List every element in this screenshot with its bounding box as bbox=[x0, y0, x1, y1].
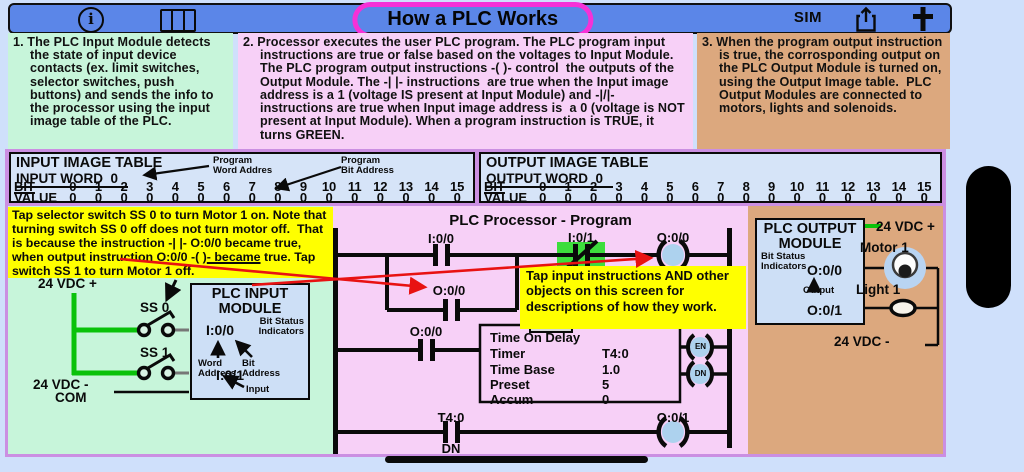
input-word-label: INPUT WORD 0 bbox=[16, 171, 129, 188]
output-supply-minus-label: 24 VDC - bbox=[834, 334, 890, 349]
output-address-o01[interactable]: O:0/1 bbox=[807, 302, 843, 318]
input-table-title: INPUT IMAGE TABLE bbox=[16, 155, 163, 171]
dn-label: DN bbox=[694, 369, 707, 378]
label-rung2-o00: O:0/0 bbox=[409, 324, 443, 339]
selector-switch-ss0[interactable] bbox=[136, 309, 176, 338]
info-icon[interactable]: i bbox=[78, 7, 104, 33]
sim-button[interactable]: SIM bbox=[793, 9, 822, 26]
contact-t40[interactable] bbox=[443, 421, 460, 443]
step1-panel: 1. The PLC Input Module detects the stat… bbox=[8, 33, 233, 149]
output-address-o00[interactable]: O:0/0 bbox=[807, 262, 843, 278]
supply-plus-label: 24 VDC + bbox=[38, 276, 97, 291]
step2-text: 2. Processor executes the user PLC progr… bbox=[243, 35, 689, 142]
output-module-title: PLC OUTPUT bbox=[763, 221, 857, 237]
selector-switch-ss1[interactable] bbox=[136, 352, 176, 381]
input-address-i00[interactable]: I:0/0 bbox=[206, 322, 235, 338]
output-wiring bbox=[865, 224, 940, 347]
input-wiring bbox=[71, 293, 189, 394]
ss1-label: SS 1 bbox=[140, 345, 170, 360]
en-label: EN bbox=[694, 342, 707, 351]
label-branch-o00: O:0/0 bbox=[432, 283, 466, 298]
step1-text: 1. The PLC Input Module detects the stat… bbox=[13, 35, 218, 129]
output-supply-plus-label: 24 VDC + bbox=[876, 219, 935, 234]
coil-en[interactable] bbox=[686, 333, 714, 361]
input-module-title: PLC INPUT bbox=[211, 286, 289, 302]
label-t40-dn: DN bbox=[441, 441, 461, 456]
device-side-cutout bbox=[966, 166, 1011, 308]
tap-note: Tap input instructions AND other objects… bbox=[520, 266, 746, 329]
motor-icon[interactable] bbox=[884, 247, 926, 289]
navbar: i How a PLC Works SIM bbox=[8, 2, 952, 38]
contact-rung2-o00[interactable] bbox=[418, 339, 435, 361]
label-coil-o01: O:0/1 bbox=[656, 410, 690, 425]
step3-text: 3. When the program output instruction i… bbox=[702, 35, 946, 116]
page-title: How a PLC Works bbox=[387, 8, 559, 30]
output-word-label: OUTPUT WORD 0 bbox=[486, 171, 613, 188]
input-label: Input bbox=[246, 384, 270, 395]
supply-minus-label: 24 VDC - bbox=[33, 377, 89, 392]
label-t40: T4:0 bbox=[437, 410, 465, 425]
label-i01: I:0/1 bbox=[567, 230, 594, 245]
table-annotation-arrows bbox=[142, 164, 342, 192]
add-icon[interactable] bbox=[910, 5, 936, 33]
share-icon[interactable] bbox=[854, 6, 878, 33]
com-label: COM bbox=[55, 390, 87, 405]
contact-i00[interactable] bbox=[433, 244, 450, 266]
motor-label: Motor 1 bbox=[860, 240, 909, 255]
input-module-arrows bbox=[210, 339, 253, 390]
ton-name: Time On Delay bbox=[490, 330, 581, 345]
label-i00: I:0/0 bbox=[427, 231, 454, 246]
columns-icon[interactable] bbox=[160, 9, 196, 32]
label-coil-o00: O:0/0 bbox=[656, 230, 690, 245]
step2-panel: 2. Processor executes the user PLC progr… bbox=[238, 33, 693, 149]
ladder-program: PLC Processor - Program bbox=[333, 206, 748, 456]
output-module-arrows bbox=[806, 276, 822, 293]
coil-o01[interactable] bbox=[656, 416, 690, 448]
output-table-title: OUTPUT IMAGE TABLE bbox=[486, 155, 649, 171]
coil-dn[interactable] bbox=[686, 360, 714, 388]
coil-o00[interactable] bbox=[656, 239, 690, 271]
ladder-shapes bbox=[333, 228, 732, 454]
light-label: Light 1 bbox=[856, 282, 901, 297]
processor-title: PLC Processor - Program bbox=[449, 212, 632, 229]
contact-branch-o00[interactable] bbox=[443, 299, 460, 321]
step3-panel: 3. When the program output instruction i… bbox=[697, 33, 950, 149]
home-indicator[interactable] bbox=[385, 456, 648, 463]
diagram: Tap selector switch SS 0 to turn Motor 1… bbox=[8, 206, 943, 456]
light-icon[interactable] bbox=[889, 298, 917, 318]
ss0-label: SS 0 bbox=[140, 300, 170, 315]
ton-block[interactable] bbox=[478, 323, 682, 404]
